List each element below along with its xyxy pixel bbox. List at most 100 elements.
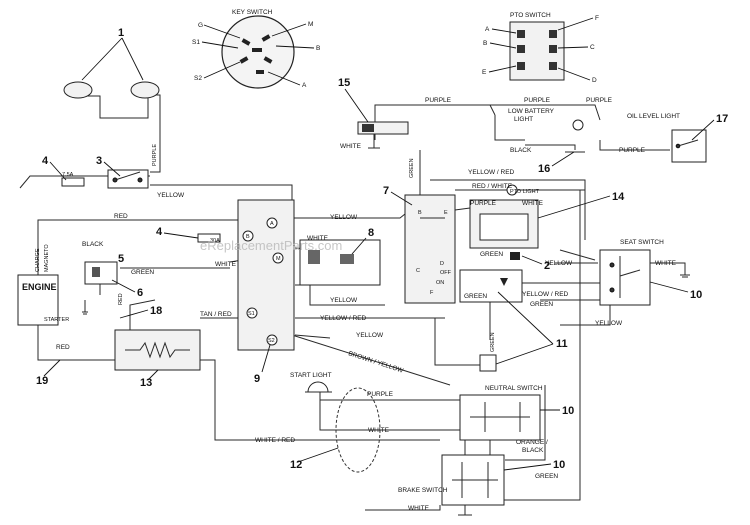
callout-4b: 4 — [156, 226, 163, 238]
callout-11: 11 — [556, 338, 568, 350]
relay-term-off: OFF — [440, 270, 452, 276]
callout-10c: 10 — [553, 459, 565, 471]
wire-label-yellow-seat: YELLOW — [545, 260, 573, 267]
engine-starter-label: STARTER — [44, 317, 69, 323]
pto-light-label: PTO LIGHT — [510, 189, 540, 195]
wire-label-white-red: WHITE / RED — [255, 437, 295, 444]
pto-term-a: A — [485, 26, 490, 33]
wire-label-purple-17: PURPLE — [619, 147, 646, 154]
component-15 — [357, 121, 409, 149]
wire-label-yellow-red-seat: YELLOW / RED — [522, 291, 569, 298]
wire-label-yellow-seat-low: YELLOW — [595, 320, 623, 327]
wire-label-white-5: WHITE — [215, 261, 237, 268]
callout-18: 18 — [150, 305, 162, 317]
callout-2: 2 — [544, 260, 550, 272]
relay-term-b: B — [418, 210, 422, 216]
watermark: eReplacementParts.com — [200, 238, 342, 253]
oil-level-light: OIL LEVEL LIGHT — [627, 113, 707, 163]
wire-label-orange-black: ORANGE /BLACK — [516, 439, 548, 454]
callout-15: 15 — [338, 77, 350, 89]
wire-label-green-diode: GREEN — [464, 293, 487, 300]
wire-label-green-11: GREEN — [490, 332, 496, 352]
seat-switch: SEAT SWITCH — [599, 239, 664, 306]
pto-switch: PTO SWITCH A F B C E D — [482, 12, 599, 84]
relay-term-f: F — [430, 290, 434, 296]
wire-label-purple-headlight: PURPLE — [152, 144, 158, 166]
key-switch-term-s1: S1 — [192, 39, 200, 46]
diode-box — [459, 269, 523, 372]
wire-label-white-neutral: WHITE — [368, 427, 390, 434]
module-term-m: M — [276, 256, 281, 262]
callout-1: 1 — [118, 27, 124, 39]
engine-magneto-label: MAGNETO — [44, 244, 50, 272]
neutral-switch-label: NEUTRAL SWITCH — [485, 385, 543, 392]
module-term-s1: S1 — [248, 311, 255, 317]
wire-label-yellow-relay: YELLOW — [330, 214, 358, 221]
wire-label-green-pto: GREEN — [480, 251, 503, 258]
callout-17: 17 — [716, 113, 728, 125]
component-13 — [114, 329, 201, 371]
key-switch: KEY SWITCH G M S1 B S2 A — [192, 9, 320, 89]
pto-switch-title: PTO SWITCH — [510, 12, 551, 19]
wire-label-green-5: GREEN — [131, 269, 154, 276]
wire-label-purple-battery: PURPLE — [524, 97, 551, 104]
callout-7: 7 — [383, 185, 389, 197]
pto-term-c: C — [590, 44, 595, 51]
component-8 — [299, 239, 381, 286]
engine-title: ENGINE — [22, 282, 57, 292]
wire-label-purple-oil: PURPLE — [586, 97, 613, 104]
pto-term-d: D — [592, 77, 597, 84]
engine: ENGINE CHARGE MAGNETO STARTER — [17, 244, 69, 326]
wire-label-red-top: RED — [114, 213, 128, 220]
brake-switch-label: BRAKE SWITCH — [398, 487, 448, 494]
engine-charge-label: CHARGE — [35, 248, 41, 272]
relay-7: B E C D OFF ON F — [404, 194, 456, 304]
fuse-7-5a-label: 7.5A — [62, 172, 74, 178]
wire-label-yellow-mid: YELLOW — [356, 332, 384, 339]
callout-9: 9 — [254, 373, 260, 385]
seat-switch-label: SEAT SWITCH — [620, 239, 664, 246]
component-5 — [84, 261, 118, 285]
neutral-switch: NEUTRAL SWITCH — [459, 385, 543, 441]
callouts: 1 2 3 4 4 5 6 7 8 9 10 10 10 11 12 13 14… — [36, 27, 728, 471]
callout-10b: 10 — [562, 405, 574, 417]
pto-term-e: E — [482, 69, 487, 76]
wire-label-red-white: RED / WHITE — [472, 183, 513, 190]
wire-label-white-8: WHITE — [307, 235, 329, 242]
key-switch-term-a: A — [302, 82, 307, 89]
key-switch-term-b: B — [316, 45, 320, 52]
wire-label-yellow-8: YELLOW — [330, 297, 358, 304]
wire-label-black-battery: BLACK — [510, 147, 532, 154]
key-switch-term-g: G — [198, 22, 203, 29]
light-switch — [107, 169, 149, 189]
callout-6: 6 — [137, 287, 143, 299]
key-switch-term-m: M — [308, 21, 313, 28]
wiring-lines — [19, 94, 686, 515]
wire-label-white-15: WHITE — [340, 143, 362, 150]
relay-term-d: D — [440, 261, 444, 267]
control-module-9: A B M S1 S2 — [237, 199, 295, 351]
pto-term-b: B — [483, 40, 487, 47]
callout-10a: 10 — [690, 289, 702, 301]
callout-4a: 4 — [42, 155, 49, 167]
module-term-a: A — [270, 221, 274, 227]
wire-label-green-neutral: GREEN — [535, 473, 558, 480]
relay-term-e: E — [444, 210, 448, 216]
wire-label-white-pto: WHITE — [522, 200, 544, 207]
wire-label-purple-neutral: PURPLE — [367, 391, 394, 398]
fuse-7-5a: 7.5A — [61, 172, 85, 187]
wire-label-yellow-red-8: YELLOW / RED — [320, 315, 367, 322]
wire-label-red-engine: RED — [118, 293, 124, 305]
oil-level-light-label: OIL LEVEL LIGHT — [627, 113, 680, 120]
headlights — [63, 37, 160, 99]
relay-term-on: ON — [436, 280, 444, 286]
callout-8: 8 — [368, 227, 374, 239]
key-switch-title: KEY SWITCH — [232, 9, 273, 16]
pto-clutch-14: PTO LIGHT — [469, 184, 540, 260]
wire-label-purple-15: PURPLE — [425, 97, 452, 104]
brake-switch: BRAKE SWITCH — [398, 454, 505, 516]
callout-13: 13 — [140, 377, 152, 389]
start-light: START LIGHT — [290, 372, 332, 393]
